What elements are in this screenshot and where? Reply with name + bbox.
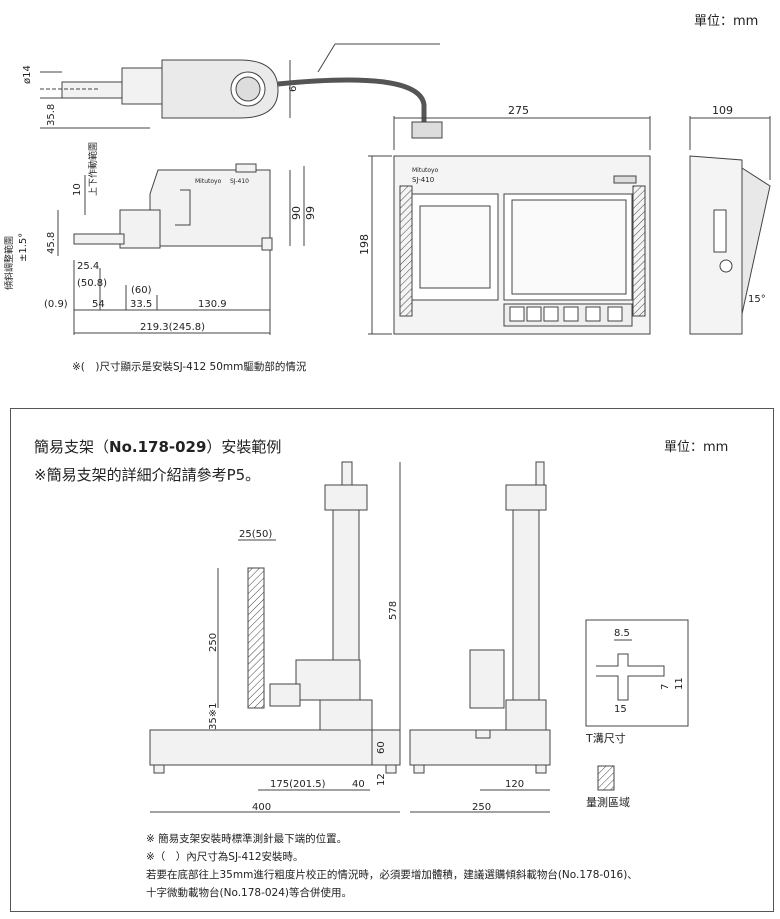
- dim-b400: 400: [252, 802, 271, 813]
- dim-d275: 275: [508, 104, 529, 117]
- dim-b250b: 250: [472, 802, 491, 813]
- drive-unit-top-view: [40, 59, 279, 119]
- dim-d63: 63: [288, 79, 299, 92]
- front-model: SJ-410: [412, 176, 434, 184]
- dim-b578: 578: [388, 601, 399, 620]
- dim-d99: 99: [304, 206, 317, 220]
- bottom-note-3: 若要在底部往上35mm進行粗度片校正的情況時，必須要增加體積，建議選購傾斜載物台…: [146, 869, 638, 881]
- display-unit-side-view: [689, 155, 771, 335]
- front-brand: Mitutoyo: [412, 167, 439, 174]
- stand-title-model: No.178-029: [109, 438, 207, 456]
- bottom-note-4: 十字微動載物台(No.178-024)等合併使用。: [146, 887, 352, 899]
- dim-b40: 40: [352, 779, 365, 790]
- dim-d90: 90: [290, 206, 303, 220]
- dim-b35: 35※1: [208, 703, 219, 730]
- stand-subtitle: ※簡易支架的詳細介紹請參考P5。: [34, 466, 261, 484]
- dim-b8-5: 8.5: [614, 628, 630, 639]
- dim-d25-4: 25.4: [77, 261, 99, 272]
- tslot-drawing: [596, 653, 665, 701]
- dim-d10: 10: [72, 183, 83, 196]
- dim-b120: 120: [505, 779, 524, 790]
- dim-b12: 12: [376, 773, 387, 786]
- bottom-note-1: ※ 簡易支架安裝時標準測針最下端的位置。: [146, 833, 348, 845]
- dim-d60: (60): [131, 285, 152, 296]
- stand-front-view: [409, 461, 551, 774]
- dim-d45-8: 45.8: [46, 232, 57, 254]
- dim-d0-9: (0.9): [44, 299, 68, 310]
- dim-b175: 175(201.5): [270, 779, 326, 790]
- side-brand: Mitutoyo: [195, 178, 222, 185]
- tslot-box: [585, 619, 689, 727]
- tslot-label: T溝尺寸: [585, 731, 626, 745]
- dim-b250: 250: [208, 633, 219, 652]
- dim-d35-8: 35.8: [46, 104, 57, 126]
- dim-d219-3: 219.3(245.8): [140, 322, 205, 333]
- bottom-note-2: ※（ ）內尺寸為SJ-412安裝時。: [146, 851, 304, 863]
- label-tilt-range: 傾斜調整範圍: [3, 236, 15, 290]
- dim-d54: 54: [92, 299, 105, 310]
- stand-example-panel: [10, 408, 774, 912]
- dim-d50-8: (50.8): [77, 278, 107, 289]
- drive-unit-side-view: [73, 163, 273, 251]
- dim-d15deg: 15°: [748, 294, 766, 305]
- dim-b15: 15: [614, 704, 627, 715]
- stand-side-view: [149, 461, 401, 774]
- dim-tilt-angle: ±1.5°: [18, 233, 29, 262]
- top-note: ※( )尺寸顯示是安裝SJ-412 50mm驅動部的情況: [72, 361, 307, 373]
- dim-d109: 109: [712, 104, 733, 117]
- dim-b25-50: 25(50): [239, 529, 272, 540]
- dim-b7: 7: [660, 684, 671, 690]
- stand-title: 簡易支架（No.178-029）安裝範例: [34, 436, 281, 457]
- dim-d14: ø14: [22, 65, 33, 84]
- dim-d130-9: 130.9: [198, 299, 227, 310]
- dim-d33-5: 33.5: [130, 299, 152, 310]
- measure-area-swatch: [597, 765, 615, 791]
- side-model: SJ-410: [230, 178, 249, 185]
- stand-title-suffix: ）安裝範例: [206, 438, 282, 456]
- dim-d198: 198: [358, 234, 371, 255]
- unit-label-bottom: 單位：mm: [664, 440, 729, 455]
- measure-area-label: 量測區域: [586, 795, 630, 809]
- label-updown-range: 上下作動範圍: [87, 142, 99, 196]
- unit-label-top: 單位：mm: [694, 14, 759, 29]
- dim-b60: 60: [376, 741, 387, 754]
- dim-b11: 11: [674, 677, 685, 690]
- stand-title-prefix: 簡易支架（: [34, 438, 110, 456]
- drive-cable: [277, 77, 427, 130]
- display-unit-front-view: [393, 121, 651, 335]
